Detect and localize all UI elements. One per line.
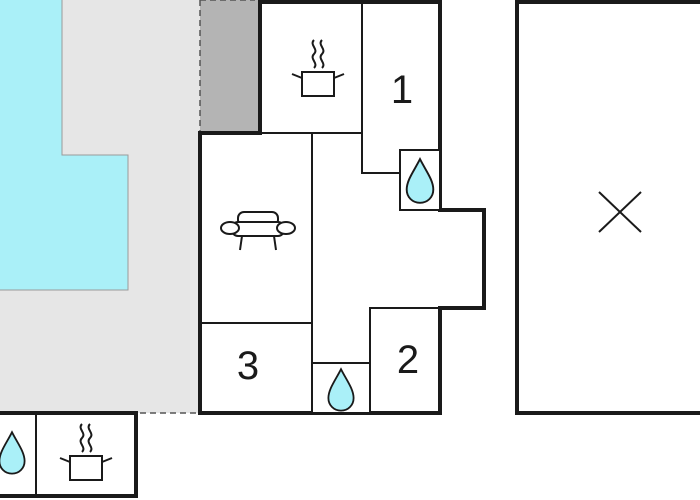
terrace-area	[0, 0, 200, 413]
x-mark-icon	[598, 191, 642, 233]
kitchen-pot-icon	[291, 39, 345, 97]
outdoor-structure	[0, 411, 138, 498]
covered-terrace	[200, 0, 260, 133]
room-label-2: 2	[397, 338, 419, 382]
kitchen-pot-icon	[59, 423, 113, 481]
sofa-icon	[220, 211, 296, 251]
annex-building	[515, 0, 700, 415]
swimming-pool	[0, 0, 128, 290]
room-label-3: 3	[237, 344, 259, 388]
water-drop-icon	[0, 431, 26, 475]
room-label-1: 1	[391, 68, 413, 112]
